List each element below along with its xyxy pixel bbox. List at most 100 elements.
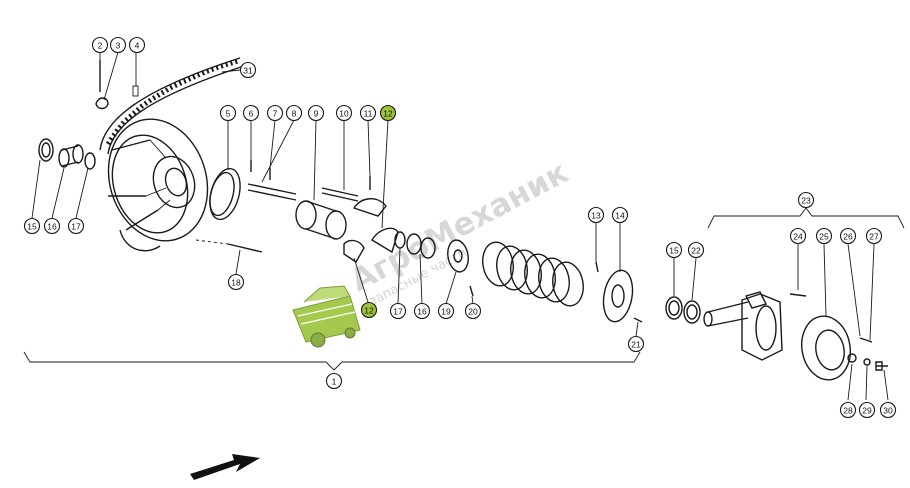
- callout-label: 9: [314, 109, 319, 119]
- callout-label: 6: [249, 109, 254, 119]
- callout-label: 19: [441, 307, 451, 317]
- callout-circle: [91, 36, 109, 54]
- callout-circle: [789, 227, 807, 245]
- callout-label: 26: [843, 232, 853, 242]
- callout-27: 27: [865, 227, 883, 245]
- callout-circle: [815, 227, 833, 245]
- callout-circle: [587, 206, 605, 224]
- callout-13: 13: [587, 206, 605, 224]
- callout-26: 26: [839, 227, 857, 245]
- callout-18: 18: [227, 273, 245, 291]
- callout-label: 15: [669, 246, 679, 256]
- callout-15: 15: [665, 241, 683, 259]
- callout-circle: [43, 217, 61, 235]
- callout-label: 31: [243, 66, 253, 76]
- callout-circle: [359, 104, 377, 122]
- watermark-title: АгроМеханик: [345, 154, 574, 299]
- callout-circle: [687, 241, 705, 259]
- callout-circle: [389, 302, 407, 320]
- callout-label: 24: [793, 232, 803, 242]
- callout-7: 7: [266, 104, 284, 122]
- callout-circle: [360, 301, 378, 319]
- callout-16: 16: [413, 302, 431, 320]
- watermark-logo-icon: [292, 285, 361, 348]
- callout-11: 11: [359, 104, 377, 122]
- callout-circle: [266, 104, 284, 122]
- callout-8: 8: [285, 104, 303, 122]
- callout-circle: [627, 335, 645, 353]
- watermark: АгроМеханик запасные части: [292, 154, 574, 348]
- callout-circle: [67, 217, 85, 235]
- callout-circle: [413, 302, 431, 320]
- callout-circle: [379, 104, 397, 122]
- callout-circle: [285, 104, 303, 122]
- flange-plate: [595, 261, 643, 323]
- callout-circle: [879, 401, 897, 419]
- callout-label: 30: [883, 406, 893, 416]
- callout-circle: [325, 372, 343, 390]
- callout-label: 20: [468, 307, 478, 317]
- callout-label: 25: [819, 232, 829, 242]
- ring-and-pin: [195, 167, 263, 253]
- pins-top-left: [95, 60, 139, 110]
- callout-1: 1: [325, 372, 343, 390]
- callout-circle: [335, 104, 353, 122]
- callout-circle: [839, 227, 857, 245]
- callout-label: 27: [869, 232, 879, 242]
- callout-label: 3: [116, 41, 121, 51]
- callout-label: 29: [862, 406, 872, 416]
- callout-label: 12: [383, 109, 393, 119]
- callout-20: 20: [464, 302, 482, 320]
- shaft-pins: [247, 160, 297, 201]
- callout-circle: [464, 302, 482, 320]
- callout-circle: [437, 302, 455, 320]
- callout-16: 16: [43, 217, 61, 235]
- callout-circle: [307, 104, 325, 122]
- callout-14: 14: [611, 206, 629, 224]
- callout-22: 22: [687, 241, 705, 259]
- callout-circle: [219, 104, 237, 122]
- callout-31: 31: [239, 61, 257, 79]
- callout-label: 1: [332, 377, 337, 387]
- callout-label: 4: [135, 41, 140, 51]
- callout-12: 12: [379, 104, 397, 122]
- callout-circle: [128, 36, 146, 54]
- callout-label: 28: [843, 406, 853, 416]
- callout-label: 2: [98, 41, 103, 51]
- callout-label: 16: [47, 222, 57, 232]
- callout-circle: [665, 241, 683, 259]
- callout-circle: [227, 273, 245, 291]
- callout-5: 5: [219, 104, 237, 122]
- callout-label: 16: [417, 307, 427, 317]
- callout-circle: [23, 217, 41, 235]
- callout-circle: [109, 36, 127, 54]
- callout-circle: [839, 401, 857, 419]
- callout-28: 28: [839, 401, 857, 419]
- callout-29: 29: [858, 401, 876, 419]
- callout-3: 3: [109, 36, 127, 54]
- pulley-assembly: [107, 118, 209, 252]
- callout-circle: [858, 401, 876, 419]
- callout-label: 15: [27, 222, 37, 232]
- callout-25: 25: [815, 227, 833, 245]
- coil-spring: [482, 241, 584, 307]
- callout-30: 30: [879, 401, 897, 419]
- callout-label: 8: [292, 109, 297, 119]
- callout-6: 6: [242, 104, 260, 122]
- hub-parts: [394, 231, 474, 297]
- callout-label: 11: [364, 109, 373, 119]
- left-bushings: [38, 138, 96, 170]
- callout-19: 19: [437, 302, 455, 320]
- callout-label: 21: [631, 340, 641, 350]
- callout-label: 13: [591, 211, 601, 221]
- callout-label: 12: [364, 306, 374, 316]
- callout-21: 21: [627, 335, 645, 353]
- callout-label: 17: [71, 222, 81, 232]
- callout-23: 23: [797, 191, 815, 209]
- v-belt: [99, 57, 245, 155]
- callout-24: 24: [789, 227, 807, 245]
- callout-label: 17: [393, 307, 403, 317]
- callout-circle: [797, 191, 815, 209]
